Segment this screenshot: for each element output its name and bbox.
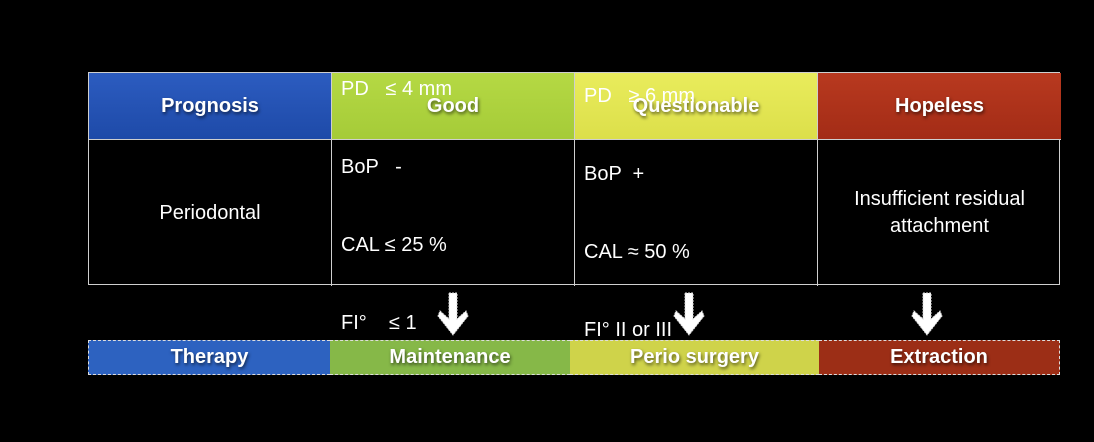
questionable-criteria: PD ≥ 6 mm BoP + CAL ≈ 50 % FI° II or III (575, 85, 818, 341)
questionable-criterion: CAL ≈ 50 % (584, 241, 690, 263)
row-label-periodontal: Periodontal (89, 140, 332, 286)
good-criterion: BoP - (341, 156, 402, 178)
prognosis-table: Prognosis Good Questionable Hopeless Per… (88, 72, 1061, 341)
questionable-criterion: BoP + (584, 163, 645, 185)
extraction-label: Extraction (819, 340, 1060, 375)
therapy-bar: Therapy Maintenance Perio surgery Extrac… (88, 340, 1060, 375)
perio-surgery-label: Perio surgery (570, 340, 819, 375)
good-criterion: CAL ≤ 25 % (341, 234, 447, 256)
questionable-criterion: PD ≥ 6 mm (584, 85, 695, 107)
header-good: Good (332, 73, 575, 140)
header-hopeless: Hopeless (818, 73, 1061, 140)
arrow-down-icon (673, 292, 705, 336)
arrow-down-icon (911, 292, 943, 336)
questionable-criterion: FI° II or III (584, 319, 673, 341)
header-prognosis: Prognosis (89, 73, 332, 140)
good-criterion: FI° ≤ 1 (341, 312, 417, 334)
therapy-label: Therapy (88, 340, 330, 375)
good-criteria: PD ≤ 4 mm BoP - CAL ≤ 25 % FI° ≤ 1 (332, 78, 575, 334)
maintenance-label: Maintenance (330, 340, 570, 375)
header-questionable: Questionable (575, 73, 818, 140)
arrow-down-icon (437, 292, 469, 336)
hopeless-criteria: Insufficient residual attachment (854, 188, 1025, 237)
good-criterion: PD ≤ 4 mm (341, 78, 452, 100)
